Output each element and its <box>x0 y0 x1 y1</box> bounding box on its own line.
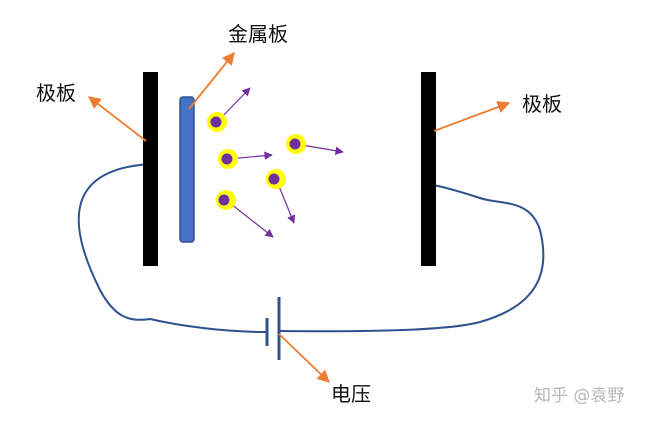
left-plate-pointer-arrow <box>88 96 147 142</box>
electron <box>286 134 306 154</box>
right-plate-pointer-arrow <box>433 101 511 132</box>
left-electrode-plate <box>143 72 158 266</box>
watermark: 知乎 @袁野 <box>534 386 624 406</box>
electron <box>216 190 236 210</box>
right-electrode-plate <box>421 72 436 266</box>
metal-plate-pointer-arrow <box>188 52 235 110</box>
right-plate-label: 极板 <box>522 92 562 116</box>
circuit-wire-right <box>278 184 545 333</box>
battery <box>265 297 281 360</box>
metal-plate <box>179 96 195 243</box>
electron <box>207 112 227 132</box>
voltage-pointer-arrow <box>278 333 330 383</box>
circuit-wire-left <box>77 163 267 333</box>
electron <box>266 169 286 189</box>
metal-plate-label: 金属板 <box>228 22 288 46</box>
voltage-label: 电压 <box>331 382 371 406</box>
left-plate-label: 极板 <box>36 81 76 105</box>
electron <box>218 149 238 169</box>
